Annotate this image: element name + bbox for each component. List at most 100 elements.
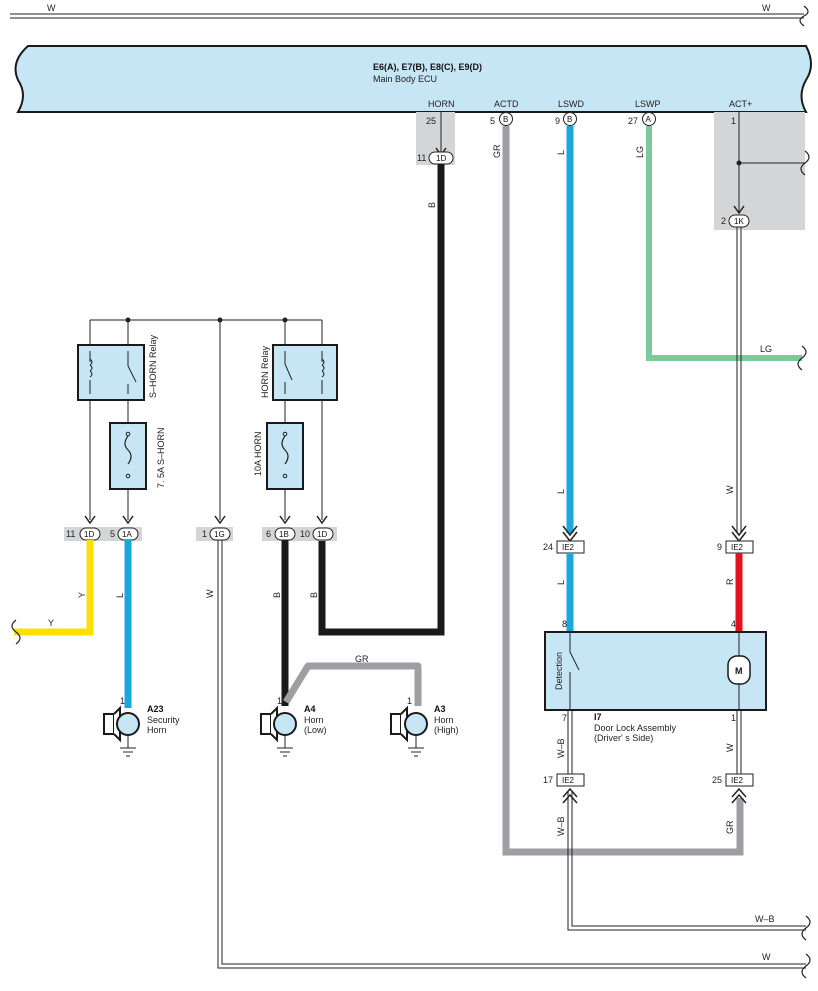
- wire-label-actd-gr: GR: [492, 144, 502, 158]
- connector-17-IE2-pin: 17: [543, 775, 553, 785]
- pin-lswp-27: 27: [628, 116, 638, 126]
- terminal-lswd-name: LSWD: [558, 99, 585, 109]
- security-horn-wire: L: [115, 540, 132, 708]
- i7-pin4: 4: [731, 619, 736, 629]
- shorn-relay: S–HORN Relay: [77, 334, 158, 401]
- i7-pin1: 1: [731, 713, 736, 723]
- wire-label-y-vert: Y: [77, 592, 87, 598]
- connector-5-1A-pin: 5: [110, 529, 115, 539]
- connector-1-1G-pin: 1: [202, 529, 207, 539]
- wire-label-w-bottom: W: [762, 952, 771, 962]
- pin-horn-25: 25: [426, 116, 436, 126]
- connector-6-1B-id: 1B: [279, 530, 289, 539]
- i7-pin7: 7: [562, 713, 567, 723]
- yellow-wire: Y Y: [11, 540, 94, 645]
- connector-5-1A-id: 1A: [122, 530, 132, 539]
- wire-label-wb-out: W–B: [755, 914, 775, 924]
- connector-25-IE2-pin: 25: [712, 775, 722, 785]
- connector-24-IE2-id: IE2: [562, 543, 575, 552]
- horn-a23: 1 A23 Security Horn: [103, 696, 180, 757]
- a4-line2: (Low): [304, 725, 327, 735]
- top-w-wire: W W: [10, 3, 809, 27]
- a3-pin: 1: [407, 696, 412, 706]
- i7-line1: Door Lock Assembly: [594, 723, 677, 733]
- terminal-actplus-name: ACT+: [729, 99, 752, 109]
- wire-label-b-6: B: [272, 592, 282, 598]
- top-right-wire-label: W: [762, 3, 771, 13]
- conn-letter-lswp: A: [646, 115, 652, 124]
- conn-circle-actd: [499, 112, 513, 126]
- i7-line2: (Driver' s Side): [594, 733, 653, 743]
- connector-2-1K-id: 1K: [734, 217, 744, 226]
- terminal-lswp-name: LSWP: [635, 99, 661, 109]
- ecu-codes: E6(A), E7(B), E8(C), E9(D): [373, 62, 482, 72]
- door-lock-assembly: 8 4 Detection M 7 1 I7 Door Lock Assembl…: [544, 619, 767, 743]
- horn-relay-label: HORN Relay: [260, 345, 270, 398]
- a23-code: A23: [147, 704, 164, 714]
- conn-letter-lswd: B: [567, 115, 572, 124]
- a3-line2: (High): [434, 725, 459, 735]
- horn-fuse-label: 10A HORN: [253, 431, 263, 476]
- connector-5-1A: 1A 5: [110, 527, 139, 541]
- wire-label-w-1: W: [725, 743, 735, 752]
- connector-2-1K: [728, 214, 750, 228]
- top-left-wire-label: W: [47, 3, 56, 13]
- wire-label-horn-b: B: [427, 202, 437, 208]
- i7-motor: M: [735, 666, 743, 676]
- actplus-w-wire: 1K 2 W IE2 9 R: [717, 112, 810, 632]
- wire-label-act-w: W: [725, 485, 735, 494]
- conn-circle-lswp: [642, 112, 656, 126]
- connector-24-IE2-pin: 24: [543, 542, 553, 552]
- connector-11-1D-top-id: 1D: [436, 154, 446, 163]
- conn-circle-lswd: [563, 112, 577, 126]
- connector-9-IE2-pin: 9: [717, 542, 722, 552]
- gr-horn-wire: GR: [283, 654, 422, 706]
- horn-a3: 1 A3 Horn (High): [390, 696, 459, 757]
- conn-letter-actd: B: [503, 115, 508, 124]
- connector-25-IE2-id: IE2: [731, 776, 744, 785]
- connector-25-IE2: [725, 773, 754, 787]
- wire-label-b-10: B: [309, 592, 319, 598]
- shade-act-junction: [714, 112, 805, 230]
- a4-line1: Horn: [304, 715, 324, 725]
- wire-label-wb-17: W–B: [556, 816, 566, 836]
- a23-pin: 1: [120, 696, 125, 706]
- connector-11-1D-pin: 11: [66, 529, 75, 539]
- w-1-wire: W IE2 25 GR: [712, 710, 754, 834]
- wire-label-w-1g: W: [205, 589, 215, 598]
- wire-label-gr-horn: GR: [355, 654, 369, 664]
- connector-11-1D-id: 1D: [84, 530, 94, 539]
- wire-label-lswd-l: L: [556, 150, 566, 155]
- shorn-fuse-label: 7. 5A S–HORN: [156, 427, 166, 488]
- junction-act: [736, 160, 742, 166]
- terminal-horn-name: HORN: [428, 99, 455, 109]
- connector-6-1B: 1B 6: [266, 527, 296, 541]
- connector-17-IE2: [556, 773, 585, 787]
- wire-label-wb-7: W–B: [556, 738, 566, 758]
- i7-detection: Detection: [554, 652, 564, 690]
- connector-10-1D: 1D 10: [300, 527, 334, 541]
- connector-9-IE2-id: IE2: [731, 543, 744, 552]
- i7-code: I7: [594, 712, 602, 722]
- wire-label-gr-25: GR: [725, 820, 735, 834]
- ecu-name: Main Body ECU: [373, 74, 437, 84]
- connector-17-IE2-id: IE2: [562, 776, 575, 785]
- wire-label-lswp-lg: LG: [635, 146, 645, 158]
- wire-label-lg-out: LG: [760, 344, 772, 354]
- w-1g-wire: W W: [205, 540, 811, 979]
- wire-label-l-sec: L: [115, 593, 125, 598]
- connector-1-1G: 1G 1: [202, 527, 231, 541]
- connector-6-1B-pin: 6: [266, 529, 271, 539]
- connector-2-1K-pin: 2: [721, 216, 726, 226]
- lower-arrows: [84, 515, 328, 525]
- connector-10-1D-id: 1D: [317, 530, 327, 539]
- wb-7-wire: W–B IE2 17 W–B W–B: [543, 710, 811, 941]
- a4-pin: 1: [277, 696, 282, 706]
- i7-pin8: 8: [562, 619, 567, 629]
- a4-code: A4: [304, 704, 316, 714]
- lswd-l-wire: L L IE2 24 L: [543, 126, 585, 632]
- shorn-relay-label: S–HORN Relay: [148, 334, 158, 398]
- a3-code: A3: [434, 704, 446, 714]
- wire-label-l-lower: L: [556, 580, 566, 585]
- connector-10-1D-pin: 10: [300, 529, 310, 539]
